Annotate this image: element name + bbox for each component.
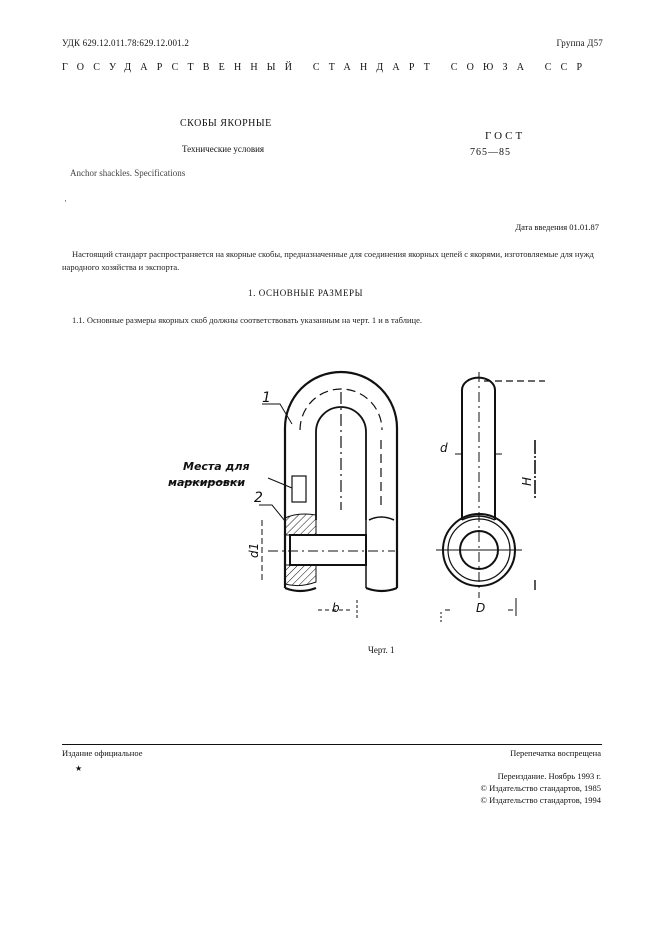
dim-H: H: [520, 477, 534, 486]
reissue-line: Переиздание. Ноябрь 1993 г.: [497, 771, 601, 781]
intro-paragraph: Настоящий стандарт распространяется на я…: [62, 249, 594, 272]
dim-D: D: [476, 601, 485, 615]
callout-2: 2: [254, 490, 263, 506]
document-title: СКОБЫ ЯКОРНЫЕ: [180, 118, 272, 129]
copyright-line-1994: © Издательство стандартов, 1994: [480, 795, 602, 805]
dim-d1: d1: [247, 543, 261, 558]
reprint-prohibited-label: Перепечатка воспрещена: [510, 748, 601, 758]
copyright-line-1985: © Издательство стандартов, 1985: [480, 783, 602, 793]
okp-mark: ·: [64, 196, 67, 206]
dim-b: b: [332, 601, 340, 615]
group-code: Группа Д57: [556, 38, 603, 48]
section-title: 1. ОСНОВНЫЕ РАЗМЕРЫ: [248, 288, 364, 298]
dim-d: d: [440, 441, 448, 455]
marking-label-line1: Места для: [183, 460, 250, 473]
english-title: Anchor shackles. Specifications: [70, 168, 186, 178]
gost-label: ГОСТ: [485, 130, 526, 142]
footer-divider: [62, 744, 602, 745]
marking-area: [291, 475, 307, 503]
gost-number: 765—85: [470, 147, 511, 158]
document-subtitle: Технические условия: [182, 144, 265, 154]
section-paragraph: 1.1. Основные размеры якорных скоб должн…: [72, 315, 422, 325]
introduction-date: Дата введения 01.01.87: [515, 222, 599, 232]
official-edition-label: Издание официальное: [62, 748, 143, 758]
udc-code: УДК 629.12.011.78:629.12.001.2: [62, 38, 190, 48]
marking-label-line2: маркировки: [168, 476, 245, 489]
star-mark: ★: [75, 764, 83, 773]
state-standard-banner: Государственный стандарт союза ССР: [62, 62, 592, 73]
callout-1: 1: [262, 390, 271, 406]
figure-caption: Черт. 1: [368, 645, 395, 655]
